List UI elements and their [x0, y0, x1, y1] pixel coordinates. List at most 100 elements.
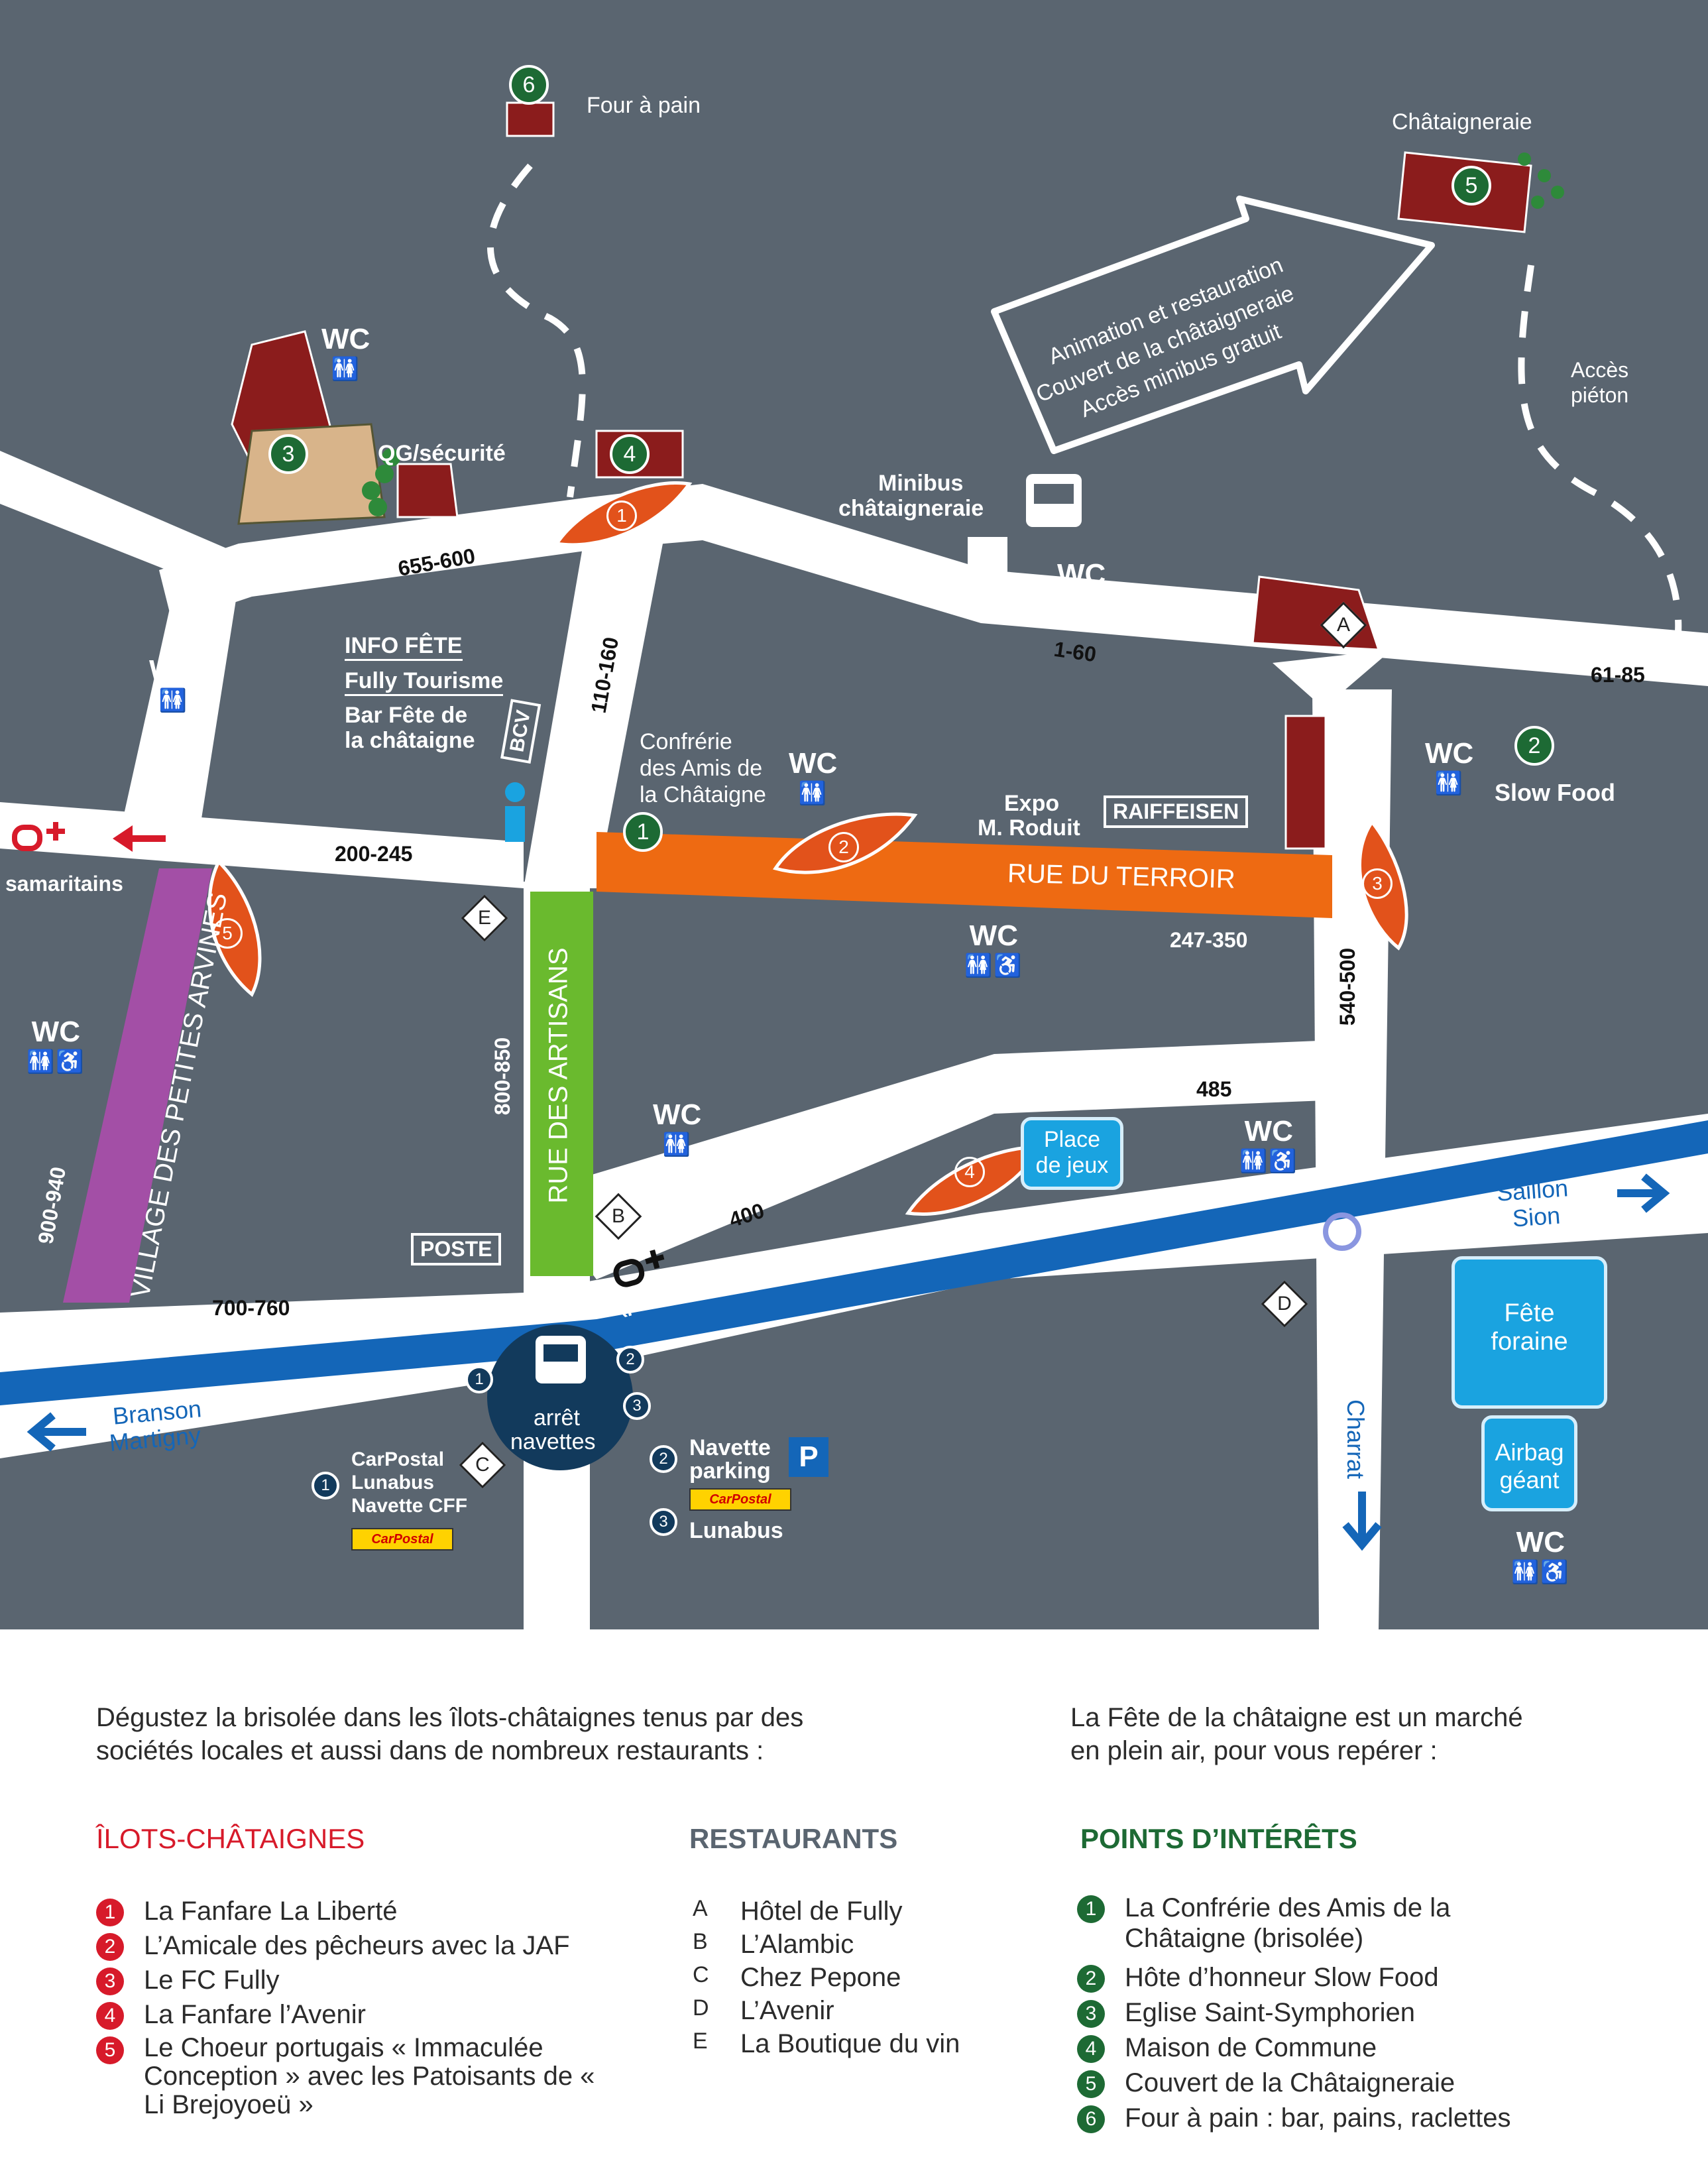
- road-west-vertical: [119, 583, 239, 835]
- minibus-label-1: Minibus: [878, 471, 964, 496]
- samaritains-icon: [12, 821, 65, 854]
- ilot-1-marker[interactable]: 1: [606, 500, 637, 531]
- ilot-5-marker[interactable]: 5: [212, 918, 243, 949]
- sion-label: Sion: [1511, 1201, 1562, 1232]
- ilot-num-icon: 2: [96, 1933, 124, 1961]
- toilet-accessible-icon: 🚻♿: [964, 953, 1023, 978]
- poi-num-icon: 6: [1077, 2105, 1105, 2133]
- ilot-item-3: 3 Le FC Fully: [96, 1965, 280, 1995]
- rue-des-artisans-label: RUE DES ARTISANS: [543, 947, 573, 1204]
- main-road-stripe: [0, 1120, 1708, 1405]
- poi-6-marker[interactable]: 6: [509, 65, 549, 105]
- poi-3-label: QG/sécurité: [378, 441, 506, 466]
- rue-du-terroir-band: [597, 832, 1332, 918]
- acces-pieton-2: piéton: [1571, 383, 1629, 407]
- toilet-accessible-icon: 🚻♿: [1511, 1560, 1570, 1585]
- intro-right-2: en plein air, pour vous repérer :: [1070, 1736, 1438, 1765]
- ilots-title: ÎLOTS-CHÂTAIGNES: [96, 1823, 365, 1854]
- road-200-245: [0, 802, 524, 888]
- acces-pieton-1: Accès: [1571, 358, 1629, 382]
- point-item-5: 5 Couvert de la Châtaigneraie: [1077, 2068, 1455, 2098]
- rue-des-artisans-band: [530, 892, 593, 1276]
- poi-num-icon: 2: [1077, 1965, 1105, 1993]
- intro-left-2: sociétés locales et aussi dans de nombre…: [96, 1736, 764, 1765]
- road-east-vertical: [1312, 689, 1392, 1629]
- carpostal-logo-left: CarPostal: [351, 1528, 453, 1551]
- shuttle-legend-1: 1: [312, 1472, 339, 1499]
- wc-west: WC🚻♿: [27, 1016, 85, 1075]
- shuttle-left-3: Navette CFF: [351, 1495, 468, 1517]
- poi-6-label: Four à pain: [587, 93, 701, 118]
- shuttle-legend-2: 2: [650, 1445, 677, 1473]
- raiffeisen-sign: RAIFFEISEN: [1104, 795, 1249, 828]
- toilet-icon: 🚻: [158, 688, 188, 713]
- restaurant-item-b: B L’Alambic: [693, 1929, 854, 1959]
- ilot-num-icon: 3: [96, 1967, 124, 1995]
- ilot-3-marker[interactable]: 3: [1362, 868, 1393, 899]
- charrat-label: Charrat: [1342, 1399, 1370, 1480]
- shuttle-3-marker[interactable]: 3: [623, 1392, 651, 1420]
- shuttle-1-marker[interactable]: 1: [465, 1366, 493, 1393]
- poi-4-marker[interactable]: 4: [610, 434, 650, 474]
- ilot-num-icon: 4: [96, 2002, 124, 2030]
- intro-right-1: La Fête de la châtaigne est un marché: [1070, 1703, 1523, 1732]
- minibus-label-2: châtaigneraie: [838, 496, 984, 521]
- poi-num-icon: 5: [1077, 2070, 1105, 2098]
- poi-1-label-3: la Châtaigne: [640, 782, 766, 807]
- shuttle-right-3: Lunabus: [689, 1518, 783, 1543]
- poi-1-label-1: Confrérie: [640, 729, 732, 754]
- point-item-6: 6 Four à pain : bar, pains, raclettes: [1077, 2103, 1511, 2133]
- parking-sign: P: [789, 1437, 828, 1477]
- road-ne-joint: [1273, 650, 1392, 716]
- shuttle-stop-label-2: navettes: [510, 1429, 596, 1454]
- toilet-icon: 🚻: [662, 1132, 692, 1157]
- toilet-icon: 🚻: [331, 357, 361, 382]
- ilot-4-marker[interactable]: 4: [954, 1157, 985, 1187]
- poi-2-marker[interactable]: 2: [1514, 726, 1554, 766]
- restaurant-item-a: A Hôtel de Fully: [693, 1896, 903, 1926]
- wc-minibus: WC: [1057, 558, 1106, 591]
- shuttle-right-2b: parking: [689, 1458, 771, 1484]
- poi-num-icon: 3: [1077, 2000, 1105, 2028]
- shuttle-2-marker[interactable]: 2: [616, 1346, 644, 1374]
- ilot-num-icon: 1: [96, 1899, 124, 1926]
- shuttle-stop-label-1: arrêt: [534, 1405, 580, 1431]
- wc-center: WC🚻: [653, 1098, 702, 1157]
- poi-1-marker[interactable]: 1: [623, 812, 663, 852]
- wc-airbag: WC🚻♿: [1511, 1526, 1570, 1585]
- shuttle-right-2a: Navette: [689, 1435, 771, 1460]
- ilot-item-4: 4 La Fanfare l’Avenir: [96, 1999, 366, 2030]
- poi-5-label: Châtaigneraie: [1392, 109, 1532, 135]
- carpostal-logo-right: CarPostal: [689, 1488, 791, 1511]
- info-bar-2: la châtaigne: [345, 728, 475, 753]
- restaurant-item-c: C Chez Pepone: [693, 1962, 901, 1992]
- toilet-icon: 🚻: [1434, 771, 1464, 796]
- map-roads: [0, 101, 1708, 1629]
- village-band: [63, 868, 212, 1303]
- wc-qg: WC🚻: [321, 323, 370, 382]
- num-485: 485: [1196, 1077, 1232, 1101]
- poi-1-label-2: des Amis de: [640, 756, 763, 781]
- path-chataigneraie: [1518, 264, 1682, 650]
- num-247-350: 247-350: [1170, 928, 1248, 952]
- path-four-a-pain: [487, 163, 586, 498]
- point-item-2: 2 Hôte d’honneur Slow Food: [1077, 1962, 1439, 1993]
- intro-left-1: Dégustez la brisolée dans les îlots-chât…: [96, 1703, 804, 1732]
- expo-label-1: Expo: [1004, 791, 1060, 816]
- shuttle-left-1: CarPostal: [351, 1448, 445, 1470]
- wc-confrerie: WC🚻: [789, 747, 838, 806]
- expo-label-2: M. Roduit: [978, 815, 1080, 841]
- point-item-4: 4 Maison de Commune: [1077, 2032, 1377, 2063]
- poi-3-marker[interactable]: 3: [268, 434, 308, 474]
- poi-5-marker[interactable]: 5: [1452, 166, 1491, 206]
- num-540-500: 540-500: [1336, 947, 1360, 1026]
- info-fully-tourisme: Fully Tourisme: [345, 668, 504, 696]
- ilot-2-marker[interactable]: 2: [828, 832, 859, 862]
- num-800-850: 800-850: [490, 1037, 515, 1116]
- num-61-85: 61-85: [1591, 663, 1645, 687]
- restaurants-title: RESTAURANTS: [689, 1823, 898, 1854]
- info-icon[interactable]: [505, 782, 525, 842]
